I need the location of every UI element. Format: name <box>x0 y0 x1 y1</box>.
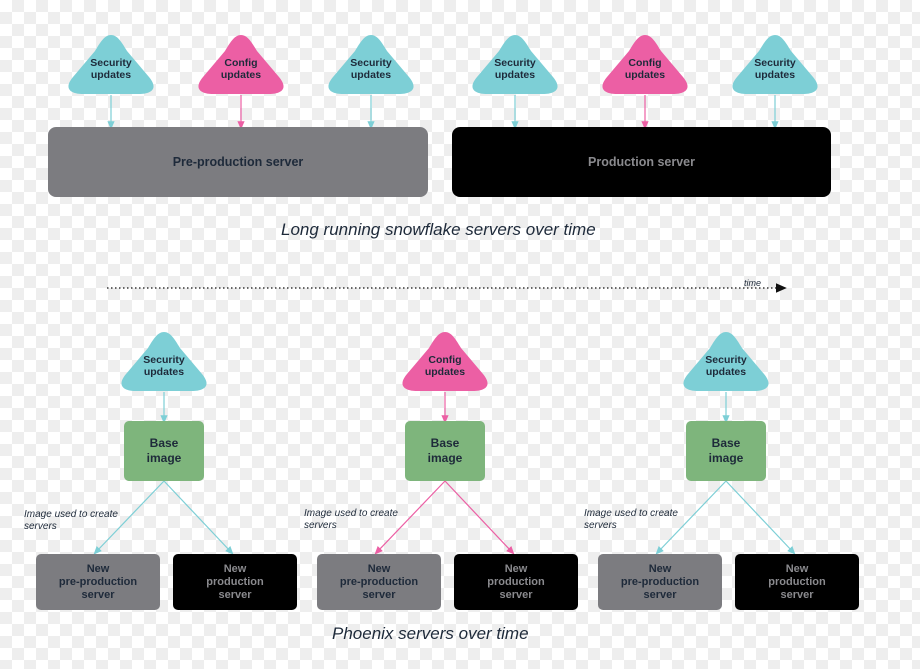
security-updates-blob: Security updates <box>469 33 561 95</box>
cloud-shape <box>683 332 769 391</box>
image-note: Image used to create servers <box>304 508 398 531</box>
cloud-shape <box>402 332 488 391</box>
blob-label: Security updates <box>494 57 536 81</box>
security-updates-blob: Security updates <box>325 33 417 95</box>
cloud-shape <box>602 35 688 94</box>
security-updates-blob: Security updates <box>65 33 157 95</box>
new-production-server: New production server <box>735 554 859 610</box>
config-updates-blob: Config updates <box>399 330 491 392</box>
cloud-shape <box>328 35 414 94</box>
time-label: time <box>744 278 762 288</box>
blob-label: Config updates <box>424 354 466 378</box>
blob-label: Security updates <box>350 57 392 81</box>
blob-label: Config updates <box>220 57 262 81</box>
new-production-server: New production server <box>173 554 297 610</box>
blob-label: Security updates <box>705 354 747 378</box>
blob-label: Security updates <box>754 57 796 81</box>
base-image: Base image <box>124 421 204 481</box>
arrow-line <box>93 480 165 555</box>
config-updates-blob: Config updates <box>599 33 691 95</box>
cloud-shape <box>68 35 154 94</box>
config-updates-blob: Config updates <box>195 33 287 95</box>
new-production-server: New production server <box>454 554 578 610</box>
arrow-line <box>655 480 727 555</box>
cloud-shape <box>732 35 818 94</box>
cloud-shape <box>472 35 558 94</box>
arrow-line <box>444 480 515 555</box>
blob-label: Security updates <box>90 57 132 81</box>
new-preproduction-server: New pre-production server <box>317 554 441 610</box>
arrow-line <box>725 480 796 555</box>
base-image: Base image <box>686 421 766 481</box>
security-updates-blob: Security updates <box>118 330 210 392</box>
arrow-line <box>374 480 446 555</box>
cloud-shape <box>198 35 284 94</box>
preproduction-server: Pre-production server <box>48 127 428 197</box>
snowflake-caption: Long running snowflake servers over time <box>281 220 596 239</box>
cloud-shape <box>121 332 207 391</box>
blob-label: Config updates <box>624 57 666 81</box>
blob-label: Security updates <box>143 354 185 378</box>
production-server: Production server <box>452 127 831 197</box>
arrow-line <box>163 480 234 555</box>
new-preproduction-server: New pre-production server <box>598 554 722 610</box>
security-updates-blob: Security updates <box>729 33 821 95</box>
image-note: Image used to create servers <box>24 509 118 532</box>
base-image: Base image <box>405 421 485 481</box>
phoenix-caption: Phoenix servers over time <box>332 624 529 643</box>
new-preproduction-server: New pre-production server <box>36 554 160 610</box>
security-updates-blob: Security updates <box>680 330 772 392</box>
image-note: Image used to create servers <box>584 508 678 531</box>
